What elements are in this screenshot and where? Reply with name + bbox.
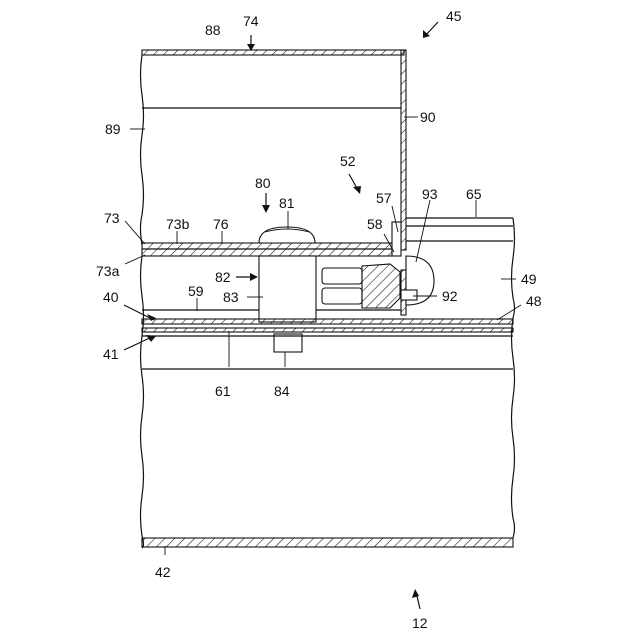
label-93: 93 — [422, 186, 438, 202]
label-58: 58 — [367, 216, 383, 232]
clip-slot-upper — [322, 268, 362, 284]
wall-90 — [401, 50, 406, 250]
label-83: 83 — [223, 289, 239, 305]
clip-slot-lower — [322, 288, 362, 304]
arrow-80-head — [262, 205, 270, 213]
break-line-right-lower — [512, 318, 515, 538]
break-line-right-upper — [512, 218, 515, 318]
fastener-body-83 — [259, 256, 316, 322]
label-52: 52 — [340, 153, 356, 169]
label-90: 90 — [420, 109, 436, 125]
clip-92-93 — [322, 256, 434, 308]
label-61: 61 — [215, 383, 231, 399]
bottom-plate-42 — [142, 538, 513, 547]
layer-61 — [142, 328, 513, 332]
label-89: 89 — [105, 121, 121, 137]
label-92: 92 — [442, 288, 458, 304]
leader-48 — [497, 305, 521, 320]
label-74: 74 — [243, 13, 259, 29]
label-42: 42 — [155, 564, 171, 580]
base-layers — [142, 310, 513, 369]
layer-48 — [142, 319, 513, 324]
plate-88 — [142, 50, 404, 55]
label-40: 40 — [103, 289, 119, 305]
break-line-left-lower — [141, 256, 144, 548]
label-76: 76 — [213, 216, 229, 232]
clip-body-hatched — [362, 264, 400, 308]
label-12: 12 — [412, 615, 428, 631]
arrow-52-head — [353, 186, 361, 194]
nut-84 — [274, 334, 302, 352]
label-73a: 73a — [96, 263, 120, 279]
label-88: 88 — [205, 22, 221, 38]
label-57: 57 — [376, 190, 392, 206]
label-82: 82 — [215, 269, 231, 285]
leader-93 — [416, 200, 430, 262]
label-45: 45 — [446, 8, 462, 24]
label-59: 59 — [188, 283, 204, 299]
label-81: 81 — [279, 195, 295, 211]
clip-tab-92 — [401, 290, 417, 300]
label-41: 41 — [103, 346, 119, 362]
label-48: 48 — [526, 293, 542, 309]
break-line-top — [141, 55, 144, 245]
label-73b: 73b — [166, 216, 190, 232]
arrow-12-head — [412, 589, 419, 598]
label-80: 80 — [255, 175, 271, 191]
label-84: 84 — [274, 383, 290, 399]
arrow-82-head — [250, 273, 258, 281]
label-49: 49 — [521, 271, 537, 287]
label-73: 73 — [104, 210, 120, 226]
leader-73 — [125, 221, 145, 244]
label-65: 65 — [466, 186, 482, 202]
